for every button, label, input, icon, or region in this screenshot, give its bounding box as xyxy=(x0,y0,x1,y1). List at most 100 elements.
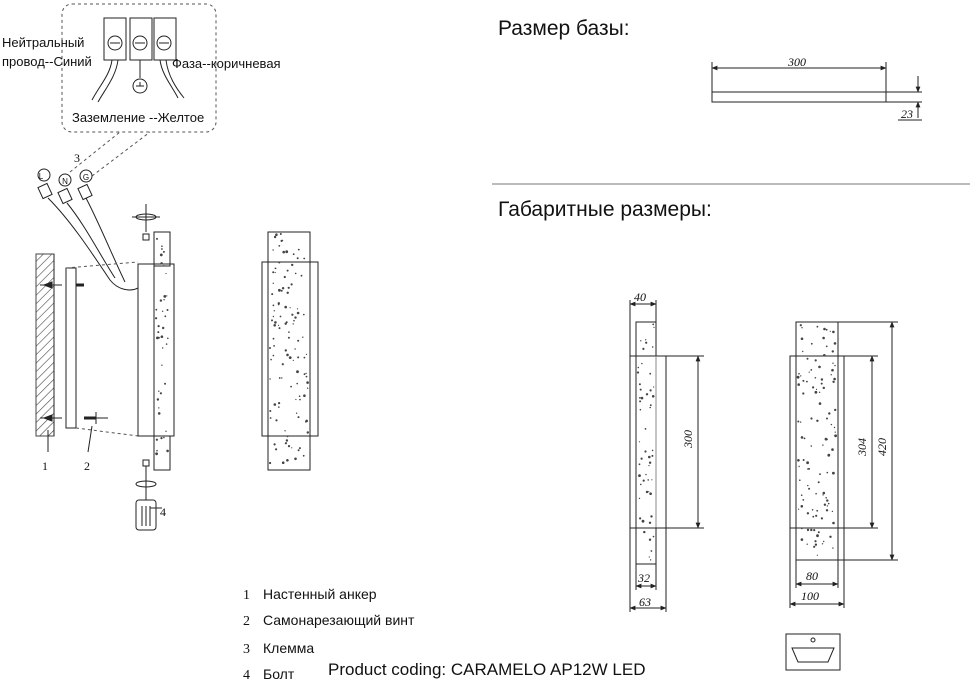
terminal-letter-g: G xyxy=(83,173,89,182)
glass-bubble xyxy=(158,407,160,409)
glass-bubble xyxy=(305,419,309,423)
glass-bubble xyxy=(295,398,297,401)
glass-bubble xyxy=(817,531,820,534)
glass-bubble xyxy=(808,467,810,470)
glass-bubble xyxy=(279,315,282,318)
glass-bubble xyxy=(645,473,647,476)
glass-bubble xyxy=(278,261,281,264)
glass-bubble xyxy=(806,461,809,465)
glass-bubble xyxy=(273,324,277,327)
glass-bubble xyxy=(296,370,299,374)
glass-bubble xyxy=(275,233,278,236)
glass-bubble xyxy=(159,392,162,395)
glass-bubble xyxy=(298,395,301,398)
glass-bubble xyxy=(645,490,649,494)
glass-bubble xyxy=(834,431,836,433)
glass-bubble xyxy=(286,269,289,272)
glass-bubble xyxy=(278,327,281,330)
glass-bubble xyxy=(816,534,819,538)
glass-bubble xyxy=(274,321,277,324)
glass-bubble xyxy=(814,359,817,362)
glass-bubble xyxy=(800,436,804,439)
glass-bubble xyxy=(269,461,272,465)
glass-bubble xyxy=(649,389,652,392)
glass-bubble xyxy=(800,375,802,377)
glass-bubble xyxy=(649,492,652,496)
glass-bubble xyxy=(639,400,642,403)
glass-bubble xyxy=(830,423,833,426)
glass-bubble xyxy=(800,538,804,541)
dimension-side-view xyxy=(629,300,704,612)
glass-bubble xyxy=(648,521,652,524)
glass-bubble xyxy=(831,350,834,353)
glass-bubble xyxy=(801,327,803,329)
glass-bubble xyxy=(157,325,160,328)
glass-bubble xyxy=(293,319,295,322)
callout-leader-left xyxy=(69,131,121,173)
glass-bubble xyxy=(639,388,642,391)
glass-bubble xyxy=(272,282,274,284)
glass-bubble xyxy=(808,487,811,490)
glass-bubble xyxy=(638,463,641,466)
glass-bubble xyxy=(284,322,287,325)
glass-bubble xyxy=(156,449,158,452)
glass-bubble xyxy=(278,245,281,247)
glass-bubble xyxy=(641,362,643,365)
glass-bubble xyxy=(306,387,309,389)
glass-bubble xyxy=(648,556,650,558)
glass-bubble xyxy=(273,235,277,239)
glass-bubble xyxy=(298,447,301,450)
glass-bubble xyxy=(821,543,824,545)
glass-bubble xyxy=(156,237,158,240)
glass-bubble xyxy=(806,357,809,360)
glass-bubble xyxy=(160,437,163,440)
glass-bubble xyxy=(829,330,831,332)
glass-bubble xyxy=(826,417,828,420)
glass-bubble xyxy=(834,364,836,367)
glass-bubble xyxy=(822,444,824,446)
glass-bubble xyxy=(810,445,813,447)
wall-mount: 1 2 xyxy=(35,253,139,473)
terminal-letter-l: L xyxy=(39,172,44,181)
glass-bubble xyxy=(282,250,286,254)
base-length-label: 300 xyxy=(787,55,806,69)
glass-bubble xyxy=(269,410,272,412)
glass-bubble xyxy=(823,354,826,357)
glass-bubble xyxy=(296,257,299,260)
glass-bubble xyxy=(814,377,817,379)
dim-side-top-width: 40 xyxy=(634,290,646,304)
glass-bubble xyxy=(831,368,834,372)
glass-bubble xyxy=(639,397,641,399)
glass-bubble xyxy=(802,459,805,461)
glass-bubble xyxy=(273,310,275,312)
glass-bubble xyxy=(831,510,834,513)
product-coding: Product coding: CARAMELO AP12W LED xyxy=(328,660,646,679)
glass-bubble xyxy=(162,250,165,253)
glass-bubble xyxy=(275,419,278,422)
glass-bubble xyxy=(277,324,280,326)
glass-bubble xyxy=(284,349,287,352)
glass-bubble xyxy=(649,404,652,407)
glass-bubble xyxy=(823,540,825,543)
glass-bubble xyxy=(826,505,829,507)
glass-bubble xyxy=(277,303,280,306)
glass-bubble xyxy=(828,412,831,415)
glass-bubble xyxy=(640,340,642,342)
glass-bubble xyxy=(271,319,273,322)
glass-bubble xyxy=(299,398,301,401)
glass-bubble xyxy=(286,435,289,438)
glass-bubble xyxy=(296,382,299,385)
glass-bubble xyxy=(286,353,289,357)
glass-bubble xyxy=(642,479,645,482)
neutral-label-line1: Нейтральный xyxy=(2,35,84,50)
dim-front-inner-width: 80 xyxy=(806,569,818,583)
glass-bubble xyxy=(799,324,802,327)
terminal-letter-n: N xyxy=(62,177,68,186)
glass-bubble xyxy=(284,430,286,432)
glass-bubble xyxy=(825,497,827,499)
glass-bubble xyxy=(797,420,800,423)
glass-bubble xyxy=(155,317,158,320)
glass-bubble xyxy=(832,362,834,364)
glass-bubble xyxy=(652,535,655,538)
